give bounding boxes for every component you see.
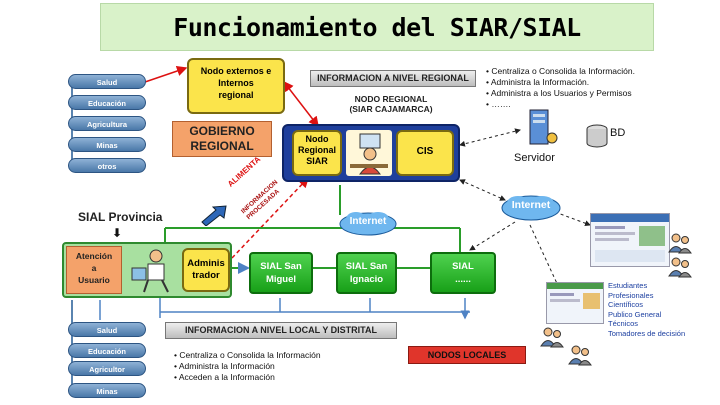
atencion-line2: a — [91, 263, 97, 273]
internet-cloud-right: Internet — [500, 193, 562, 221]
audience-list: Estudiantes Profesionales Científicos Pu… — [608, 281, 685, 338]
sial-provincia-label: SIAL Provincia — [78, 210, 163, 224]
sector-pill-agricultor-bottom: Agricultor — [68, 361, 146, 376]
sial-node-san-ignacio: SIAL San Ignacio — [336, 252, 397, 294]
siar-line2: Regional — [297, 145, 336, 155]
gobierno-regional-box: GOBIERNO REGIONAL — [172, 121, 272, 157]
audience-item: Técnicos — [608, 319, 639, 328]
atencion-line3: Usuario — [78, 275, 110, 285]
sial-node-line1: SIAL — [452, 261, 474, 272]
local-bullet: Administra la Información — [174, 361, 394, 372]
website-screenshot-thumbnail-2 — [546, 282, 604, 324]
pointer-arrow-icon — [200, 204, 228, 227]
audience-item: Estudiantes — [608, 281, 648, 290]
sector-pill-otros: otros — [68, 158, 146, 173]
arrow-internet-audience — [529, 224, 561, 291]
internet-cloud-center: Internet — [338, 210, 398, 236]
arrow-internet-users — [554, 211, 591, 227]
local-bullet-list: Centraliza o Consolida la Información Ad… — [174, 350, 394, 383]
regional-header: INFORMACION A NIVEL REGIONAL — [310, 70, 476, 87]
audience-item: Tomadores de decisión — [608, 328, 686, 338]
database-icon — [585, 124, 609, 148]
gobierno-regional-line2: REGIONAL — [190, 139, 254, 153]
sial-node-line1: SIAL San — [345, 261, 388, 272]
internet-right-label: Internet — [511, 199, 551, 211]
external-nodes-line3: regional — [218, 90, 254, 100]
regional-bullet: Centraliza o Consolida la Información. — [486, 66, 716, 77]
bd-label: BD — [610, 127, 626, 139]
siar-line1: Nodo — [305, 134, 329, 144]
regional-bullet: Administra a los Usuarios y Permisos — [486, 88, 716, 99]
sial-provincia-container: Atención a Usuario Adminis trador — [62, 242, 232, 298]
operator-workstation-icon — [346, 130, 392, 176]
sector-pill-salud: Salud — [68, 74, 146, 89]
sial-node-line2: Ignacio — [349, 274, 384, 285]
page-title: Funcionamiento del SIAR/SIAL — [173, 12, 581, 42]
nodos-locales-box: NODOS LOCALES — [408, 346, 526, 364]
sector-pill-salud-bottom: Salud — [68, 322, 146, 337]
atencion-usuario-box: Atención a Usuario — [66, 246, 122, 294]
external-nodes-box: Nodo externos e Internos regional — [187, 58, 285, 114]
sector-pill-educacion: Educación — [68, 95, 146, 110]
nodo-regional-label: NODO REGIONAL (SIAR CAJAMARCA) — [326, 94, 456, 114]
servidor-label: Servidor — [514, 152, 555, 164]
sector-pill-agricultura: Agricultura — [68, 116, 146, 131]
administrador-box: Adminis trador — [182, 248, 230, 292]
regional-bullet-list: Centraliza o Consolida la Información. A… — [486, 66, 716, 110]
sector-pill-minas: Minas — [68, 137, 146, 152]
audience-item: Profesionales — [608, 290, 654, 300]
siar-line3: SIAR — [306, 156, 328, 166]
sial-node-line2: Miguel — [265, 274, 297, 285]
sial-node-other: SIAL ...... — [430, 252, 496, 294]
regional-node-container: Nodo Regional SIAR CIS — [282, 124, 460, 182]
users-group-icon — [668, 232, 692, 254]
cis-label: CIS — [416, 146, 434, 157]
down-arrow-icon: ⬇ — [112, 226, 123, 240]
local-header: INFORMACION A NIVEL LOCAL Y DISTRITAL — [165, 322, 397, 339]
local-bullet: Acceden a la Información — [174, 372, 394, 383]
title-banner: Funcionamiento del SIAR/SIAL — [100, 3, 654, 51]
cis-box: CIS — [396, 130, 454, 176]
sial-node-line1: SIAL San — [260, 261, 302, 272]
audience-item: Publico General — [608, 309, 662, 319]
internet-center-label: Internet — [349, 216, 387, 227]
regional-bullet: Administra la Información. — [486, 77, 716, 88]
arrow-alimenta — [231, 176, 310, 259]
sial-node-line2: ...... — [455, 274, 471, 285]
arrow-regional-server — [459, 128, 521, 147]
sector-pill-minas-bottom: Minas — [68, 383, 146, 398]
audience-item: Científicos — [608, 300, 644, 309]
nodo-regional-label-line2: (SIAR CAJAMARCA) — [349, 104, 433, 114]
administrator-figure-icon — [126, 246, 178, 294]
atencion-line1: Atención — [75, 251, 113, 261]
regional-bullet: ……. — [486, 99, 716, 110]
arrow-sectors-external — [144, 65, 188, 83]
nodo-regional-label-line1: NODO REGIONAL — [354, 94, 428, 104]
local-bullet: Centraliza o Consolida la Información — [174, 350, 394, 361]
administrador-line1: Adminis — [187, 258, 225, 269]
sector-pill-educacion-bottom: Educación — [68, 343, 146, 358]
arrow-external-regional — [283, 80, 319, 128]
external-nodes-line2: Internos — [218, 78, 254, 88]
server-icon — [524, 108, 560, 148]
arrow-regional-internet — [459, 179, 506, 201]
administrador-line2: trador — [192, 270, 220, 281]
users-group-icon-2 — [668, 256, 692, 278]
users-group-icon-4 — [568, 344, 592, 366]
website-screenshot-thumbnail — [590, 213, 670, 267]
sial-node-san-miguel: SIAL San Miguel — [249, 252, 313, 294]
gobierno-regional-line1: GOBIERNO — [189, 124, 255, 138]
external-nodes-line1: Nodo externos e — [200, 66, 272, 76]
nodo-regional-siar: Nodo Regional SIAR — [292, 130, 342, 176]
arrow-internet-sial — [469, 221, 516, 251]
users-group-icon-3 — [540, 326, 564, 348]
